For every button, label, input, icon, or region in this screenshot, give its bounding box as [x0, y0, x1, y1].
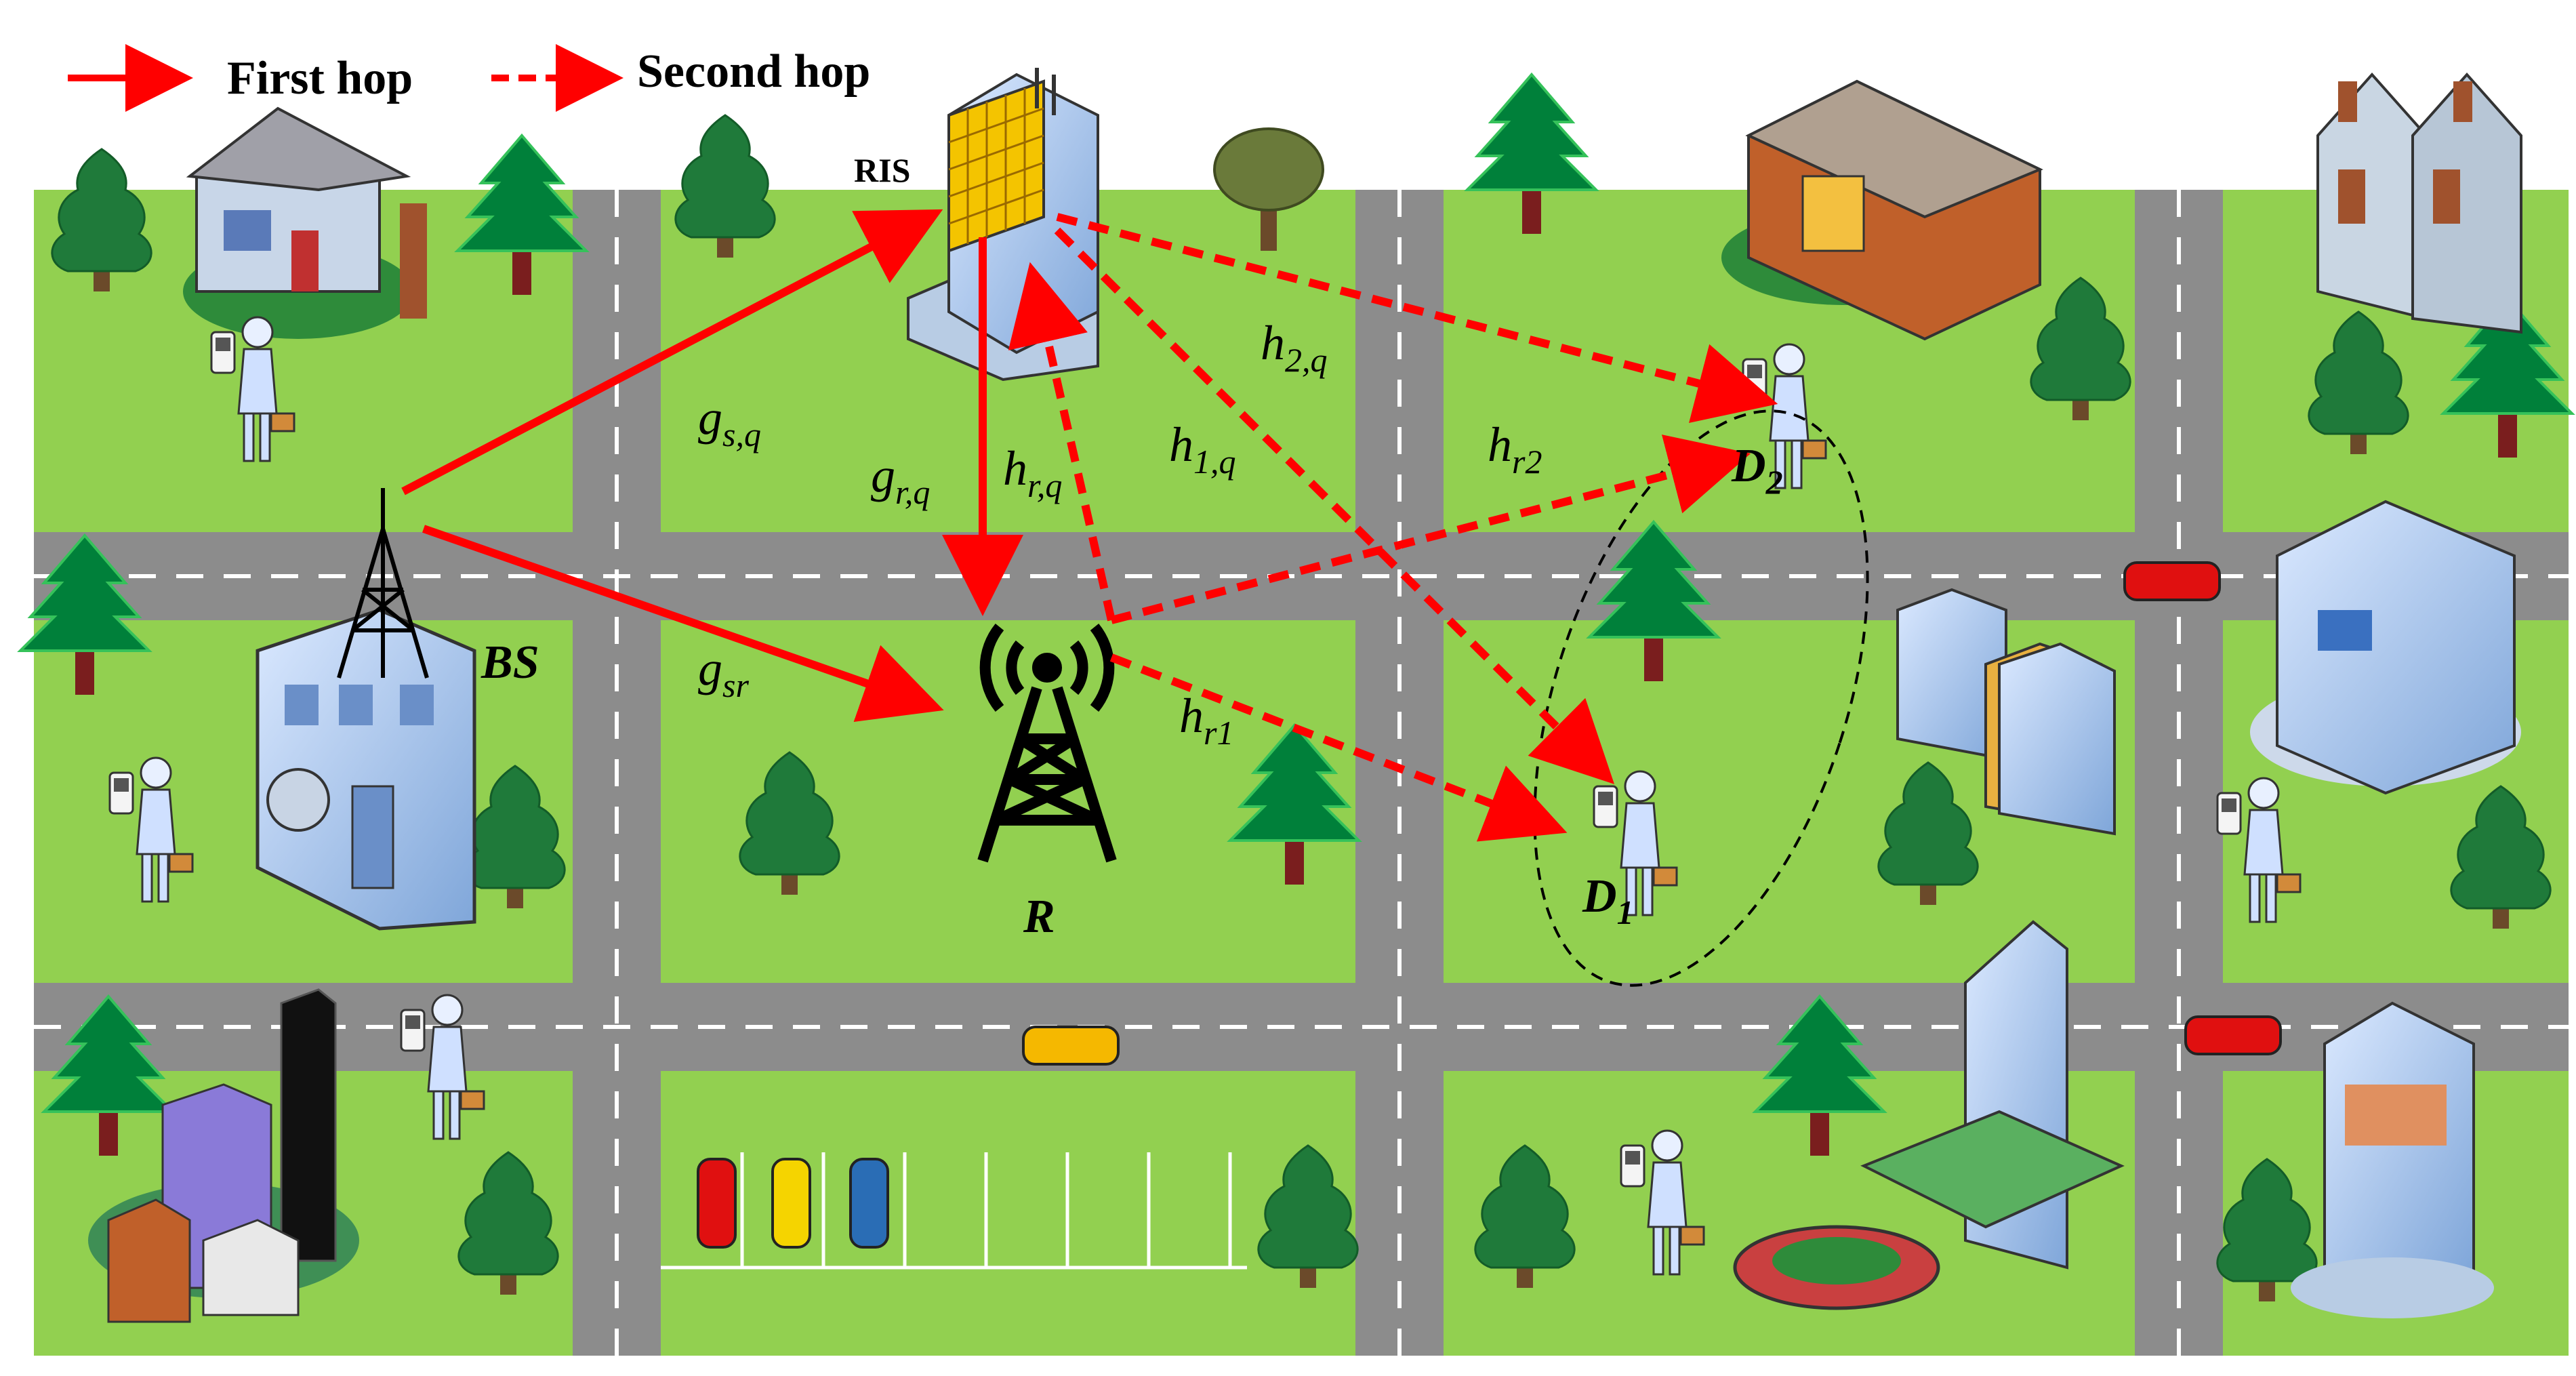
label-h-2q-base: h: [1261, 316, 1285, 370]
office-buildings-mid: [1896, 588, 2116, 836]
label-relay: R: [1023, 891, 1055, 943]
ris-panel: [947, 79, 1045, 253]
legend: First hop Second hop: [68, 44, 870, 112]
label-h-r1: hr1: [1179, 689, 1233, 752]
label-h-rq-base: h: [1003, 441, 1027, 495]
link-bs-relay: [422, 525, 944, 723]
red-car-road-2: [2184, 1015, 2282, 1055]
label-h-rq: hr,q: [1003, 441, 1062, 504]
label-g-sq: gs,q: [698, 390, 761, 453]
skyscraper-stadium: [1733, 920, 2125, 1310]
label-g-rq-sub: r,q: [895, 473, 930, 511]
first-hop-links: [401, 209, 1023, 723]
label-g-rq: gr,q: [871, 448, 930, 511]
label-h-2q: h2,q: [1261, 316, 1328, 379]
label-d2-sub: 2: [1765, 463, 1783, 501]
shop-building-right: [2291, 1001, 2494, 1318]
link-bs-ris: [401, 209, 943, 495]
label-h-r2-base: h: [1488, 418, 1512, 472]
second-hop-links: [1008, 213, 1778, 842]
red-car-road: [2123, 561, 2221, 601]
label-d2: D2: [1731, 440, 1783, 501]
label-h-rq-sub: r,q: [1027, 466, 1062, 504]
link-ris-d2: [1056, 213, 1778, 423]
label-h-r1-base: h: [1179, 689, 1204, 743]
label-d1-base: D: [1582, 870, 1617, 923]
label-h-r1-sub: r1: [1204, 714, 1233, 752]
label-h-1q: h1,q: [1169, 418, 1236, 481]
label-d1: D1: [1582, 870, 1634, 931]
city-blocks-bottom-left: [88, 988, 359, 1323]
label-h-r2: hr2: [1488, 418, 1542, 481]
label-ris: RIS: [854, 151, 910, 189]
yellow-car-road: [1022, 1026, 1120, 1066]
house-top-left: [183, 106, 427, 339]
label-h-1q-sub: 1,q: [1193, 443, 1236, 481]
label-h-1q-base: h: [1169, 418, 1193, 472]
townhouses-top-right: [2316, 72, 2522, 334]
school-building: [1721, 79, 2043, 341]
base-station: [255, 488, 476, 931]
legend-first-hop-label: First hop: [227, 52, 413, 104]
label-bs: BS: [481, 636, 539, 689]
relay-tower-icon: [977, 623, 1117, 863]
cluster-ellipse: [1533, 409, 1869, 987]
label-h-r2-sub: r2: [1512, 443, 1542, 481]
label-d1-sub: 1: [1617, 893, 1634, 931]
label-g-rq-base: g: [871, 448, 895, 502]
bs-tower-icon: [337, 488, 429, 679]
label-g-sq-base: g: [698, 390, 722, 445]
blue-parked-car: [849, 1158, 889, 1249]
label-g-sr: gsr: [698, 641, 749, 704]
label-g-sq-sub: s,q: [722, 416, 761, 453]
label-g-sr-base: g: [698, 641, 722, 695]
label-h-2q-sub: 2,q: [1285, 341, 1328, 379]
oak-tree: [1213, 127, 1324, 251]
link-relay-d2: [1110, 434, 1751, 624]
label-d2-base: D: [1731, 440, 1766, 492]
legend-second-hop-label: Second hop: [637, 45, 870, 98]
yellow-parked-car: [771, 1158, 811, 1249]
link-relay-d1: [1109, 653, 1568, 842]
red-parked-car: [697, 1158, 737, 1249]
office-building-right: [2250, 500, 2521, 795]
link-relay-ris: [1008, 262, 1116, 622]
label-g-sr-sub: sr: [722, 666, 749, 704]
parking-lot: [661, 1152, 1247, 1270]
